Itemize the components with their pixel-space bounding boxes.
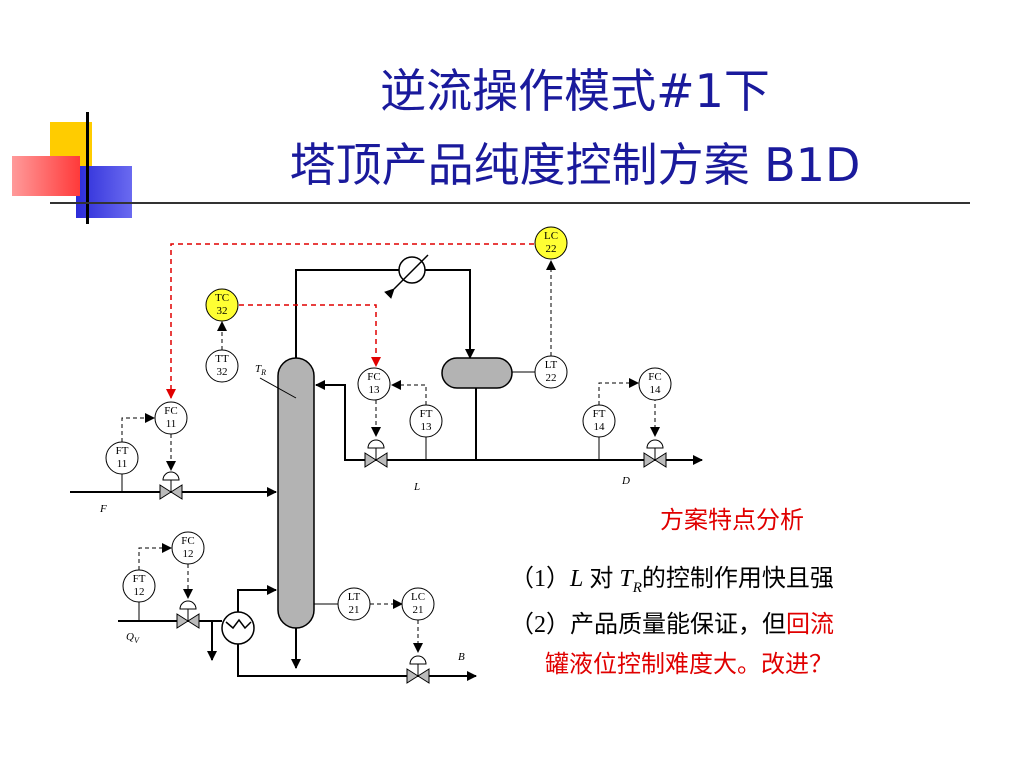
title-underline — [50, 202, 970, 204]
valve-distillate — [643, 439, 667, 468]
svg-text:LT: LT — [545, 359, 558, 371]
signal-tc32-fc13 — [239, 304, 381, 367]
svg-text:FT: FT — [420, 408, 433, 420]
condenser-symbol — [384, 254, 429, 299]
svg-text:FC: FC — [648, 371, 661, 383]
decor-blue-square — [76, 166, 132, 218]
analysis-item-2: （2）产品质量能保证，但回流 — [510, 612, 834, 638]
valve-steam — [176, 600, 200, 629]
svg-text:21: 21 — [413, 604, 424, 616]
label-L: L — [413, 481, 420, 493]
label-F: F — [99, 503, 107, 515]
label-Qv: QV — [126, 631, 140, 645]
reboiler-return-line — [237, 585, 277, 612]
reflux-drum — [441, 357, 513, 389]
svg-text:32: 32 — [217, 305, 228, 317]
analysis-item-2-continued: 罐液位控制难度大。改进？ — [545, 652, 833, 678]
svg-text:13: 13 — [369, 384, 381, 396]
svg-text:FT: FT — [116, 445, 129, 457]
decor-red-square — [12, 156, 80, 196]
valve-feed — [159, 471, 183, 500]
overhead-vapor-line — [295, 269, 475, 359]
reboiler-symbol — [221, 611, 255, 645]
svg-text:13: 13 — [421, 421, 433, 433]
reflux-line-L — [315, 380, 476, 461]
valve-reflux — [364, 439, 388, 468]
signal-ft14-fc14 — [598, 378, 639, 405]
label-tr: TR — [255, 363, 266, 377]
svg-text:14: 14 — [650, 384, 662, 396]
svg-text:11: 11 — [117, 458, 128, 470]
signal-lc22-fc11 — [166, 243, 534, 399]
steam-condensate-line — [207, 620, 222, 661]
signal-ft12-fc12 — [138, 543, 172, 570]
valve-bottoms — [406, 655, 430, 684]
signal-ft13-fc13 — [391, 380, 427, 405]
label-B: B — [458, 651, 465, 663]
svg-text:22: 22 — [546, 243, 557, 255]
svg-text:12: 12 — [183, 548, 194, 560]
page-title-line2: 塔顶产品纯度控制方案 B1D — [289, 138, 861, 192]
svg-text:FC: FC — [164, 405, 177, 417]
svg-text:14: 14 — [594, 421, 606, 433]
svg-text:LC: LC — [544, 230, 558, 242]
page-title-line1: 逆流操作模式#1下 — [380, 64, 770, 118]
decor-vertical-line — [86, 112, 89, 224]
temperature-sensor-line — [259, 377, 297, 399]
bottoms-line-B — [237, 644, 477, 681]
svg-text:22: 22 — [546, 372, 557, 384]
svg-text:21: 21 — [349, 604, 360, 616]
svg-text:LT: LT — [348, 591, 361, 603]
distillation-column — [277, 357, 315, 629]
svg-text:12: 12 — [134, 586, 145, 598]
svg-text:FC: FC — [181, 535, 194, 547]
svg-text:FT: FT — [593, 408, 606, 420]
analysis-item-1: （1）L 对 TR的控制作用快且强 — [510, 566, 834, 596]
svg-text:FT: FT — [133, 573, 146, 585]
analysis-heading: 方案特点分析 — [660, 508, 804, 534]
svg-text:LC: LC — [411, 591, 425, 603]
svg-text:TC: TC — [215, 292, 229, 304]
svg-text:11: 11 — [166, 418, 177, 430]
label-D: D — [621, 475, 630, 487]
signal-ft11-fc11 — [121, 413, 155, 442]
svg-text:32: 32 — [217, 366, 228, 378]
svg-text:TT: TT — [215, 353, 229, 365]
svg-text:FC: FC — [367, 371, 380, 383]
